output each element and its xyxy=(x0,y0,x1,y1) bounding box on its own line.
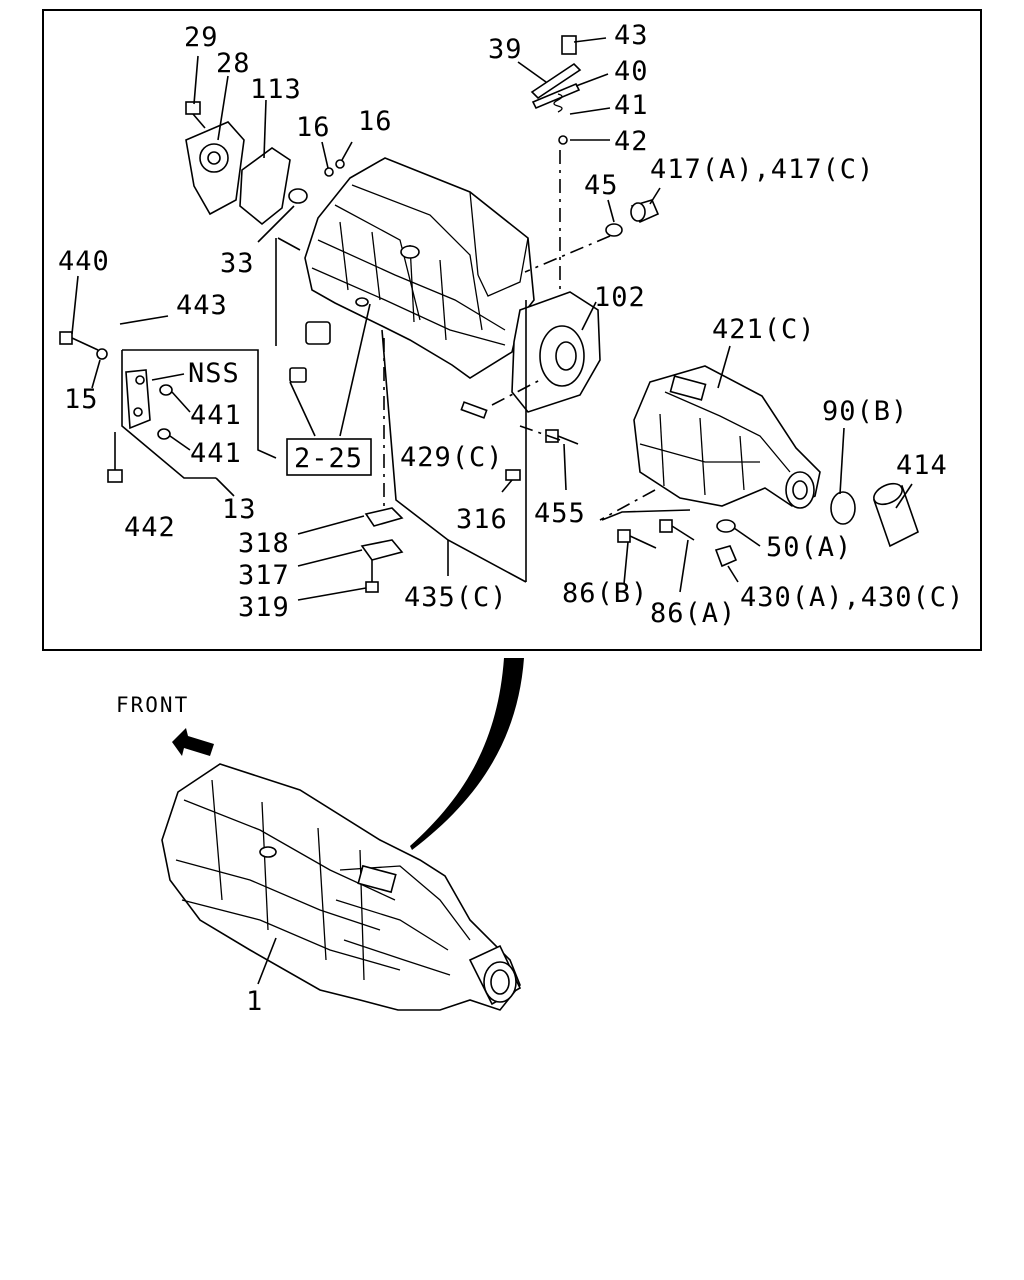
mount-plate-parts xyxy=(360,507,404,593)
leader-line-1 xyxy=(257,937,277,985)
exploded-view-frame xyxy=(42,9,982,651)
assembled-transmission xyxy=(161,763,522,1011)
label-455: 455 xyxy=(534,498,586,529)
label-28: 28 xyxy=(216,48,251,79)
label-113: 113 xyxy=(250,74,302,105)
label-319: 319 xyxy=(238,592,290,623)
oil-seal xyxy=(288,188,308,204)
label-435c: 435(C) xyxy=(404,582,508,613)
label-2-25: 2-25 xyxy=(294,443,363,474)
label-443: 443 xyxy=(176,290,228,321)
bolt xyxy=(185,101,206,129)
label-43: 43 xyxy=(614,20,649,51)
speed-sensor xyxy=(289,321,331,383)
front-cover xyxy=(185,121,245,216)
label-318: 318 xyxy=(238,528,290,559)
label-16-right: 16 xyxy=(358,106,393,137)
bolt-86a xyxy=(659,519,695,541)
bolt-86b xyxy=(617,529,657,549)
label-316: 316 xyxy=(456,504,508,535)
pin-429 xyxy=(460,401,488,419)
intermediate-plate xyxy=(511,291,601,413)
label-430: 430(A),430(C) xyxy=(740,582,964,613)
label-417: 417(A),417(C) xyxy=(650,154,874,185)
label-16-left: 16 xyxy=(296,112,331,143)
label-33: 33 xyxy=(220,248,255,279)
plug-430 xyxy=(714,545,738,568)
label-45: 45 xyxy=(584,170,619,201)
stud-442 xyxy=(107,432,123,483)
label-50a: 50(A) xyxy=(766,532,852,563)
label-414: 414 xyxy=(896,450,948,481)
label-440: 440 xyxy=(58,246,110,277)
drain-plug-417 xyxy=(630,199,660,224)
reference-box xyxy=(286,438,372,476)
label-429c: 429(C) xyxy=(400,442,504,473)
leader-lines xyxy=(71,37,913,601)
oil-seal-90 xyxy=(830,491,856,525)
label-nss: NSS xyxy=(188,358,240,389)
bolt-440 xyxy=(59,331,108,360)
label-90b: 90(B) xyxy=(822,396,908,427)
mount-bracket xyxy=(125,369,173,440)
label-317: 317 xyxy=(238,560,290,591)
label-42: 42 xyxy=(614,126,649,157)
label-40: 40 xyxy=(614,56,649,87)
label-86a: 86(A) xyxy=(650,598,736,629)
label-442: 442 xyxy=(124,512,176,543)
extension-housing xyxy=(633,365,821,509)
sleeve-414 xyxy=(873,482,919,548)
label-86b: 86(B) xyxy=(562,578,648,609)
label-39: 39 xyxy=(488,34,523,65)
dowel-pin xyxy=(324,167,334,177)
part-labels: 29 28 113 16 16 39 43 40 41 42 45 417(A)… xyxy=(58,20,964,629)
key-316 xyxy=(505,469,521,481)
connector-arrow xyxy=(410,658,524,850)
label-13: 13 xyxy=(222,494,257,525)
label-102: 102 xyxy=(594,282,646,313)
front-arrow-icon xyxy=(172,728,214,756)
label-441-upper: 441 xyxy=(190,400,242,431)
label-41: 41 xyxy=(614,90,649,121)
label-29: 29 xyxy=(184,22,219,53)
label-441-lower: 441 xyxy=(190,438,242,469)
gasket-50 xyxy=(716,519,736,533)
label-1: 1 xyxy=(246,986,263,1017)
gasket xyxy=(239,147,291,226)
dowel-pin xyxy=(335,159,345,169)
transmission-case xyxy=(304,157,535,379)
shift-parts xyxy=(530,35,582,145)
snap-ring xyxy=(605,223,623,237)
front-label: FRONT xyxy=(116,693,189,717)
label-421c: 421(C) xyxy=(712,314,816,345)
label-15: 15 xyxy=(64,384,99,415)
